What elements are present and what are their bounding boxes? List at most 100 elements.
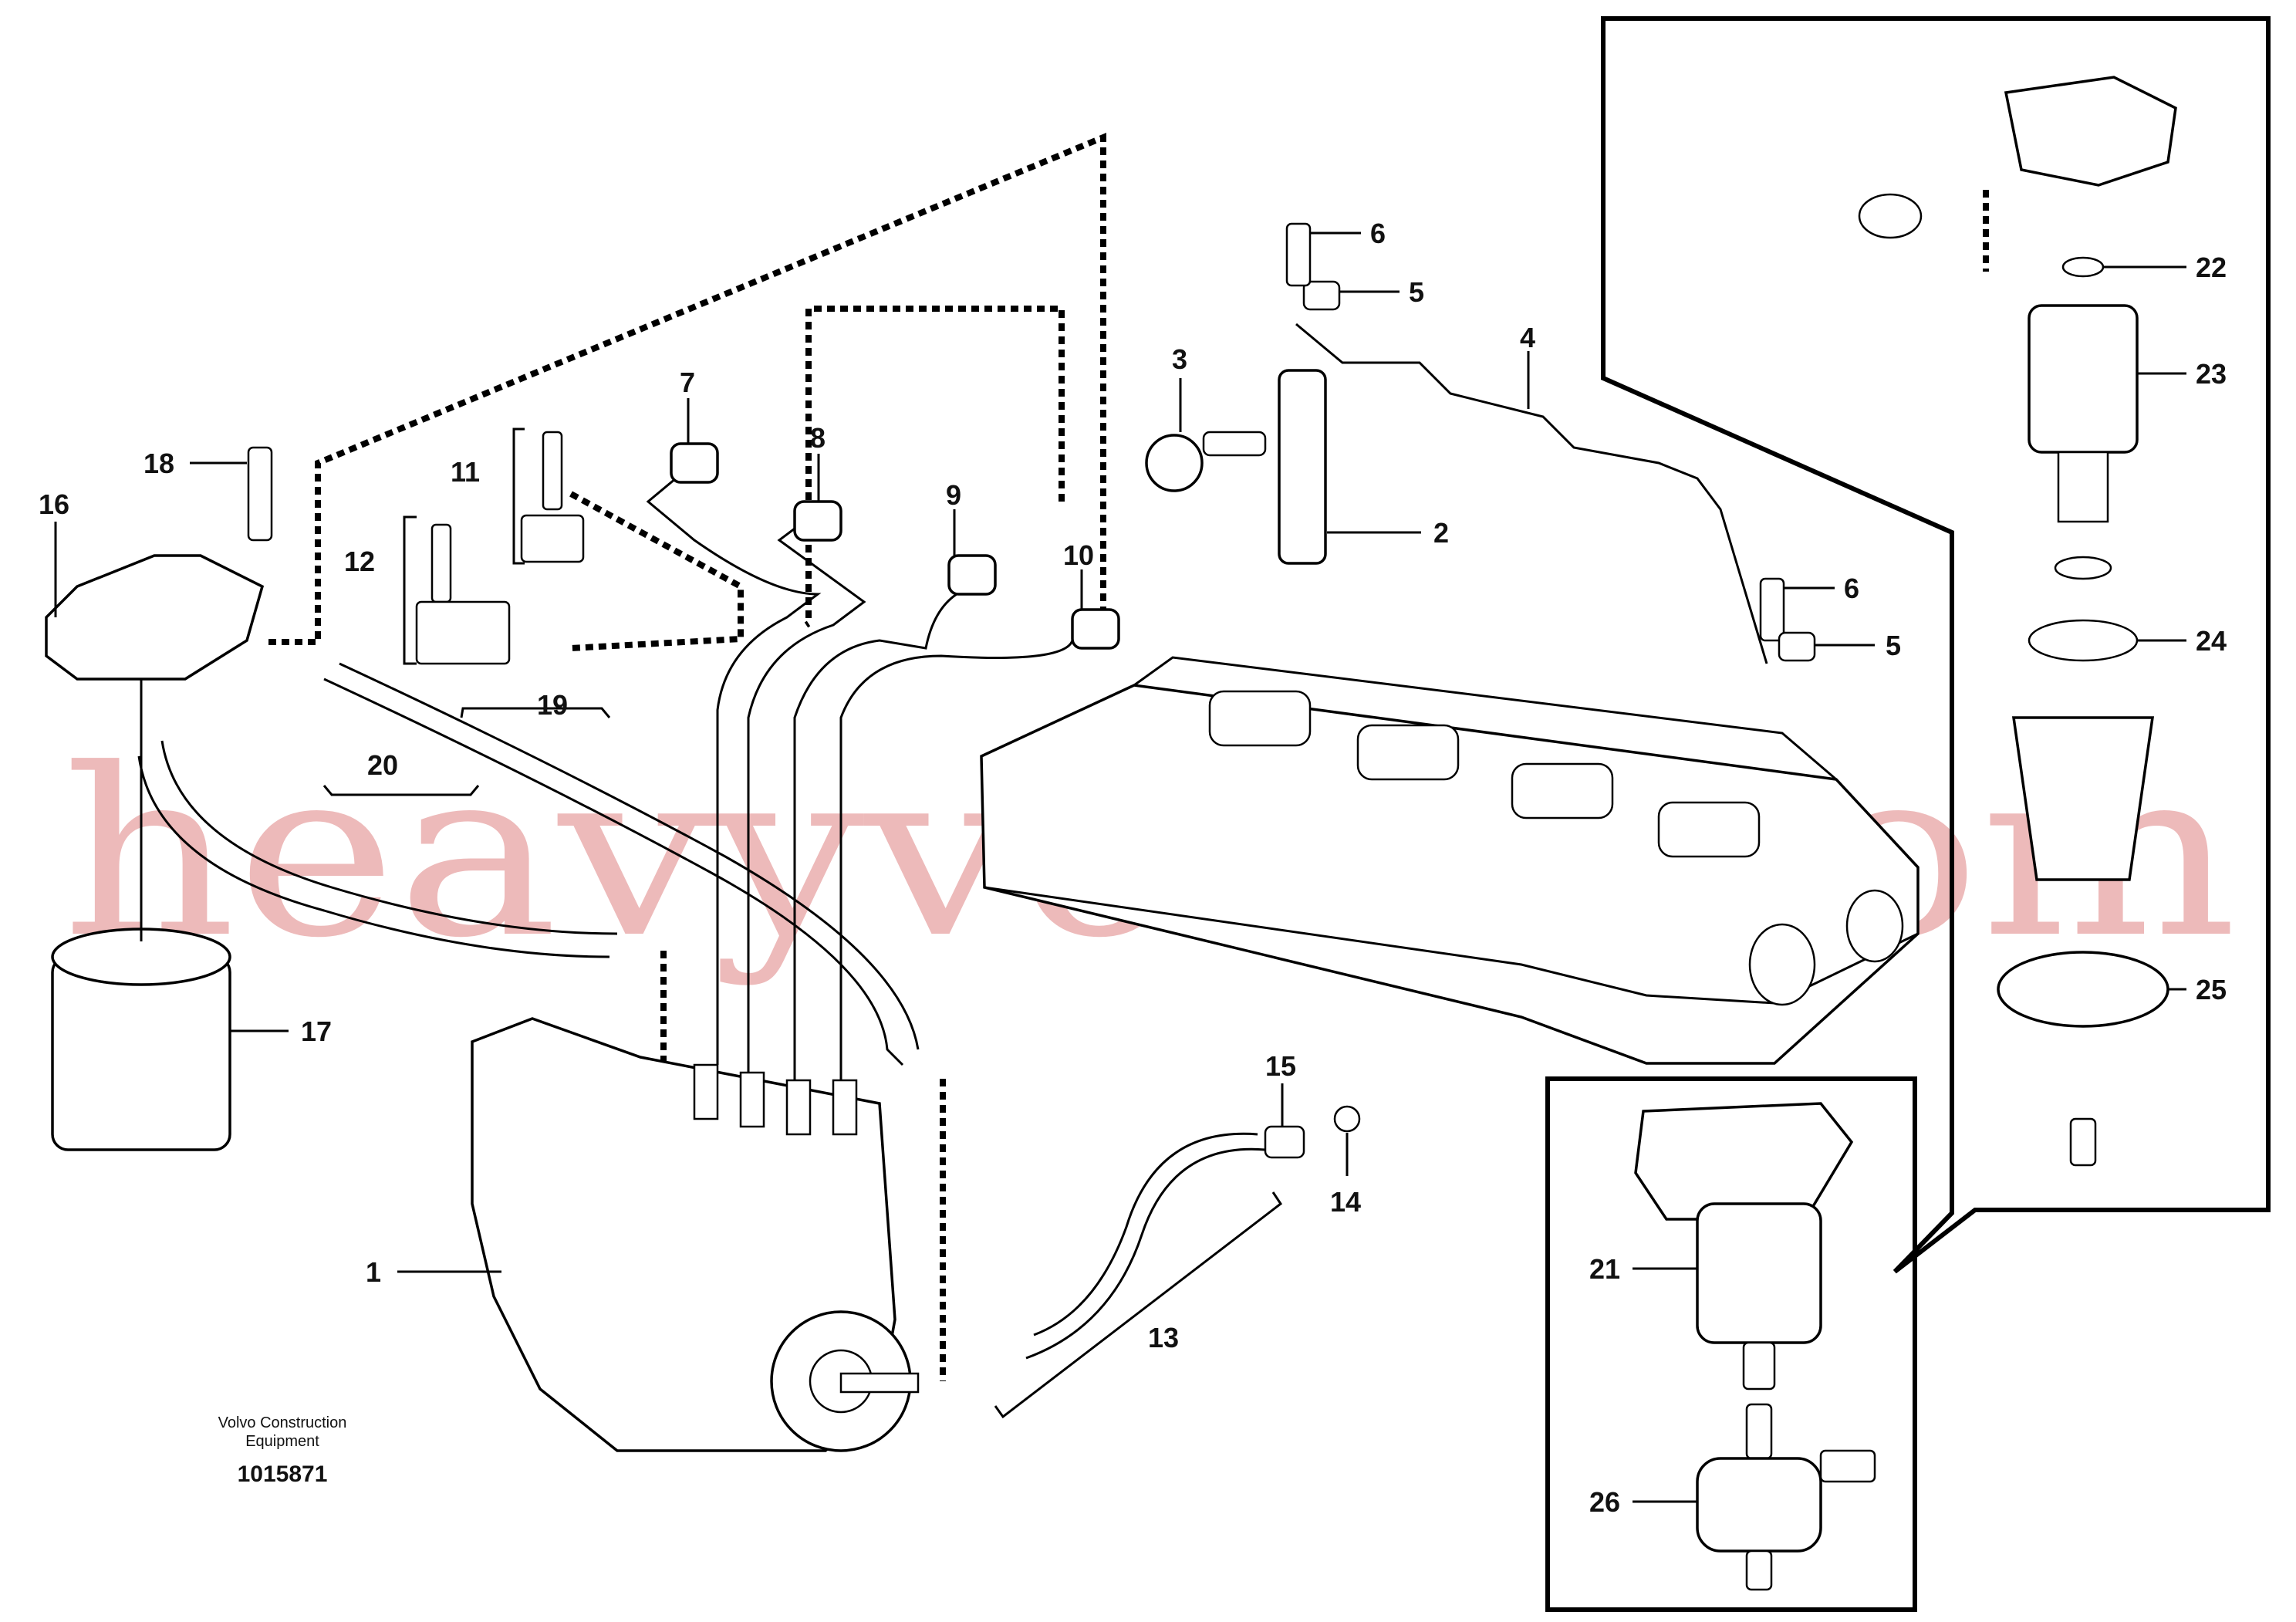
filter-head-bolt-18 <box>247 446 273 542</box>
callout-26: 26 <box>1589 1486 1620 1518</box>
injector-seal-3 <box>1145 434 1204 492</box>
dashed-route-outer <box>268 133 1106 645</box>
dashed-route-inner <box>804 306 1065 628</box>
injection-pump-outlet-4 <box>832 1079 858 1136</box>
water-separator-drain <box>1742 1341 1776 1391</box>
injection-pump-outlet-3 <box>785 1079 812 1136</box>
cylinder-head <box>980 656 1920 1065</box>
injector-pipe-nut-9 <box>947 554 997 596</box>
caption-publisher-line2: Equipment <box>245 1433 319 1450</box>
inline-filter-26 <box>1696 1457 1822 1553</box>
fuel-hose-20-inner <box>160 740 618 935</box>
callout-9: 9 <box>946 479 961 511</box>
injector-pipe-7 <box>646 461 822 1065</box>
cylinder-head-side-edge <box>984 886 1919 1005</box>
injector-pipe-8 <box>747 515 866 1073</box>
water-separator-head <box>1634 1102 1854 1221</box>
caption-drawing-number: 1015871 <box>238 1461 328 1487</box>
injector-clamp-washer-5-upper <box>1302 280 1341 311</box>
callout-4: 4 <box>1520 322 1535 353</box>
clamp-bolt-12 <box>430 523 452 603</box>
callout-18: 18 <box>144 448 174 479</box>
clamp-bolt-11 <box>542 431 563 511</box>
injector-sleeve-3 <box>1202 431 1267 457</box>
filter-bowl <box>2011 716 2155 881</box>
injector-body <box>1278 369 1327 565</box>
injector-pipe-nut-10 <box>1071 608 1120 650</box>
injector-bolt-6-lower <box>1759 577 1785 642</box>
bracket-20 <box>322 785 480 796</box>
injector-pipe-nut-8 <box>793 500 842 542</box>
hose-fitting-15 <box>1264 1125 1305 1159</box>
cylinder-head-port-4 <box>1657 801 1761 858</box>
callout-14: 14 <box>1330 1186 1361 1218</box>
callout-17: 17 <box>301 1015 332 1047</box>
callout-23: 23 <box>2196 358 2227 390</box>
bracket-12 <box>403 515 417 665</box>
callout-24: 24 <box>2196 625 2227 657</box>
clamp-12 <box>415 600 511 665</box>
callout-10: 10 <box>1063 539 1094 571</box>
cylinder-head-side-port-1 <box>1748 923 1816 1006</box>
bracket-19 <box>460 707 611 718</box>
callout-19: 19 <box>537 689 568 721</box>
callout-11: 11 <box>451 456 480 488</box>
cylinder-head-port-1 <box>1208 690 1312 747</box>
filter-seal-ring <box>2054 556 2112 580</box>
bracket-13 <box>994 1191 1283 1419</box>
caption-publisher-line1: Volvo Construction <box>218 1414 347 1431</box>
filter-element-23 <box>2028 304 2139 454</box>
callout-8: 8 <box>810 422 826 454</box>
inset-frame-filter-assembly <box>1601 16 2271 1274</box>
callout-1: 1 <box>366 1256 381 1288</box>
callouts: 1 2 3 4 5 5 6 6 7 8 9 10 11 <box>39 218 2227 1518</box>
injection-pump-shaft <box>839 1372 920 1394</box>
filter-assembly-parts <box>1858 76 2177 1167</box>
filter-drain-plug <box>2069 1117 2097 1167</box>
pipe-clamps <box>403 427 585 665</box>
cylinder-head-top-edge <box>1133 656 1837 781</box>
clamp-11 <box>520 514 585 563</box>
cylinder-head-side-port-2 <box>1845 889 1904 963</box>
callout-22: 22 <box>2196 252 2227 283</box>
dashed-routes <box>268 133 1989 1381</box>
fuel-hose-20 <box>137 755 610 958</box>
callout-6-lower: 6 <box>1844 573 1859 604</box>
hose-washer-14 <box>1333 1105 1361 1133</box>
injector-bolt-6-upper <box>1285 222 1312 287</box>
inline-filter-26-bracket <box>1819 1449 1876 1483</box>
inline-filter-26-inlet <box>1745 1403 1773 1460</box>
leak-off-pipe-4 <box>1295 323 1768 664</box>
callout-5-upper: 5 <box>1409 276 1424 308</box>
fuel-hose-13-inner <box>1033 1132 1258 1336</box>
callout-3: 3 <box>1172 343 1187 375</box>
filter-element-23-stem <box>2057 451 2109 523</box>
injection-pump-outlet-1 <box>693 1063 719 1120</box>
water-separator-bowl-21 <box>1696 1202 1822 1344</box>
injector-clamp-washer-5-lower <box>1778 631 1816 662</box>
fuel-filter-head-16 <box>45 554 265 681</box>
caption: Volvo Construction Equipment 1015871 <box>218 1414 347 1487</box>
injector-pipe-nut-7 <box>670 442 719 484</box>
inline-filter-26-outlet <box>1745 1549 1773 1591</box>
filter-o-ring-22 <box>2061 256 2105 278</box>
injector-pipe-9 <box>793 570 974 1080</box>
cylinder-head-port-3 <box>1511 762 1614 819</box>
callout-15: 15 <box>1265 1050 1296 1082</box>
callout-5-lower: 5 <box>1886 630 1901 661</box>
bracket-11 <box>512 427 525 565</box>
injection-pump-outlet-2 <box>739 1071 765 1128</box>
prefilter-parts <box>1634 1102 1876 1591</box>
injection-pump <box>471 1017 920 1452</box>
callout-16: 16 <box>39 488 69 520</box>
callout-7: 7 <box>680 367 695 398</box>
callout-25: 25 <box>2196 974 2227 1005</box>
filter-bracket-top <box>2004 76 2177 187</box>
injector-pipes <box>646 222 1816 1080</box>
dashed-route-clamps <box>569 491 744 651</box>
cylinder-head-port-2 <box>1356 724 1460 781</box>
callout-13: 13 <box>1148 1322 1179 1353</box>
callout-2: 2 <box>1433 517 1449 549</box>
fuel-hose-19 <box>323 678 904 1066</box>
